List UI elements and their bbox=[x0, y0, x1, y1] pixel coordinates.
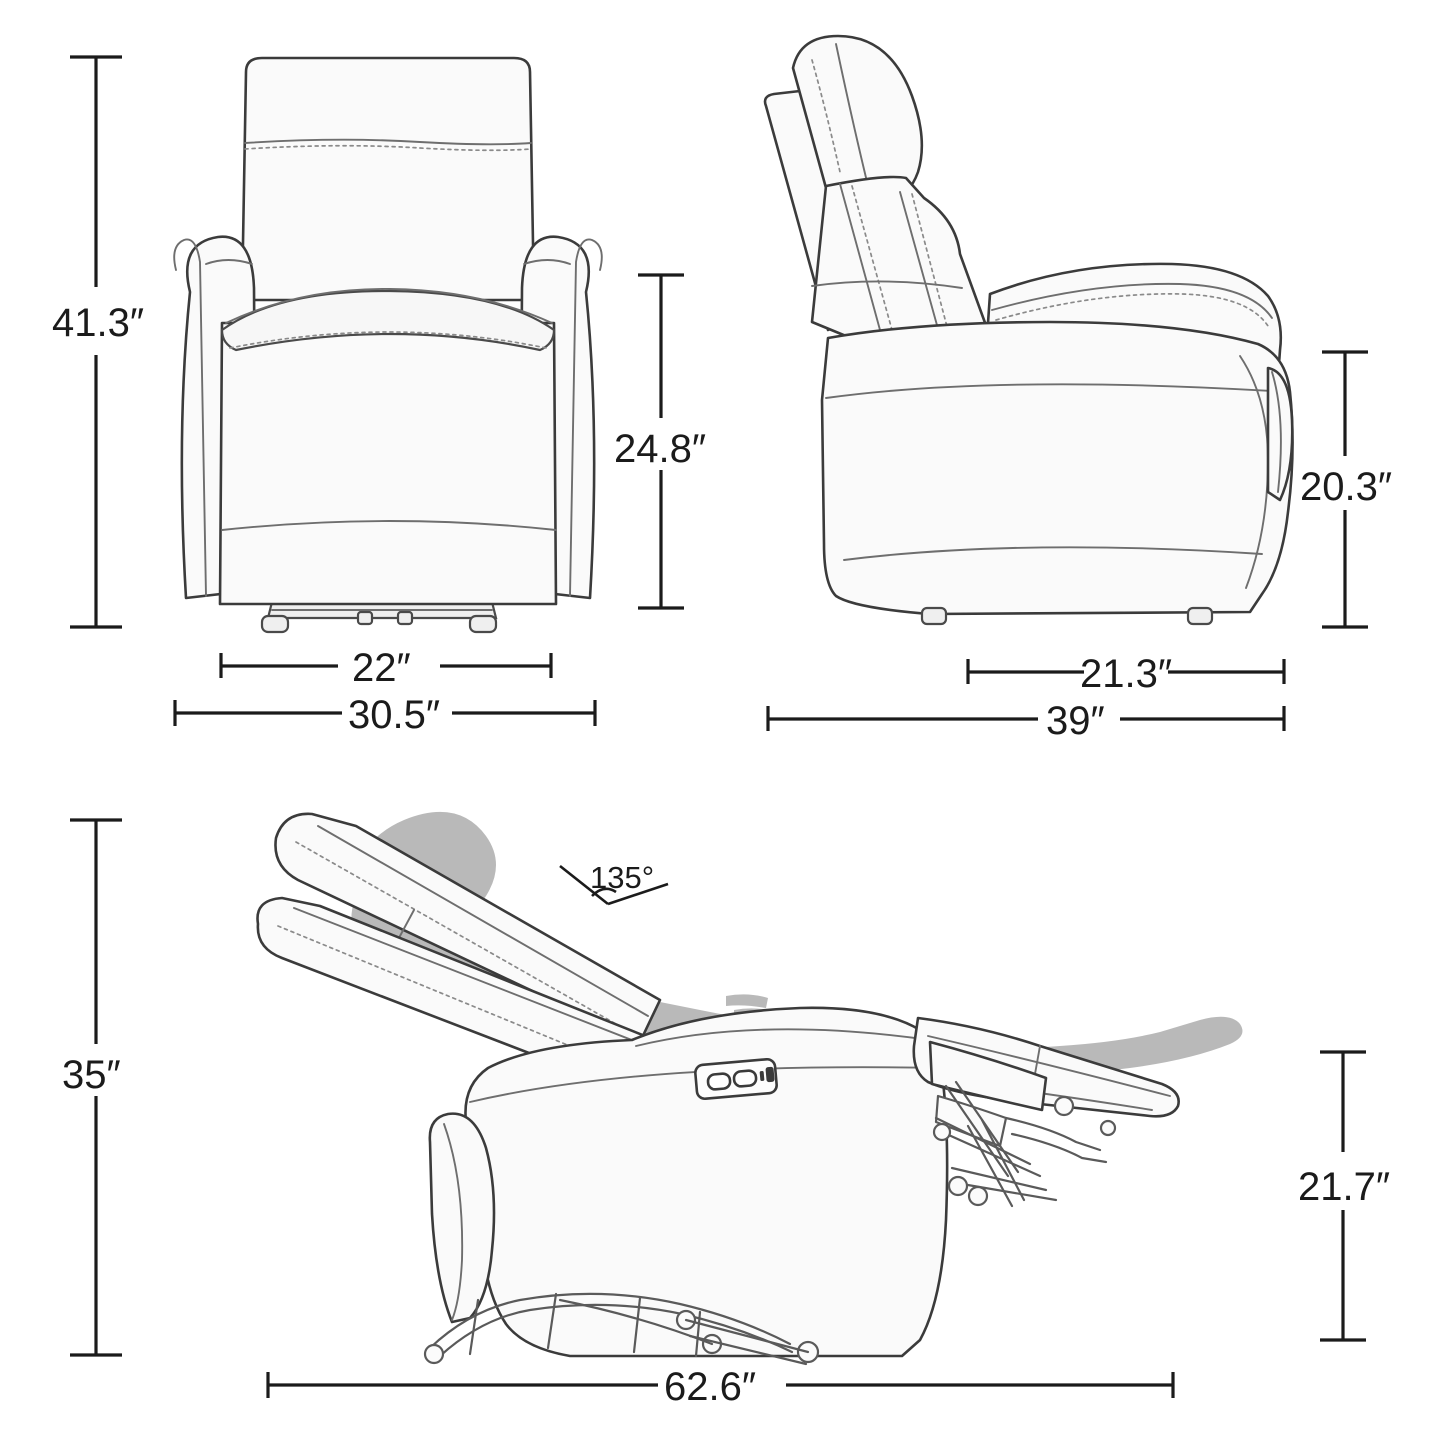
dimension-seat-back-height: 24.8″ bbox=[614, 273, 706, 610]
overall-width-label: 30.5″ bbox=[348, 693, 440, 737]
reclined-view-dimensions: 35″ 21.7″ 62.6″ bbox=[62, 818, 1390, 1409]
seat-back-height-label: 24.8″ bbox=[614, 427, 706, 471]
side-backrest bbox=[810, 175, 994, 344]
front-seat-body bbox=[218, 321, 558, 606]
reclined-length-label: 62.6″ bbox=[664, 1365, 756, 1409]
dimension-overall-width: 30.5″ bbox=[173, 693, 597, 737]
reclined-view-chair bbox=[256, 811, 1243, 1366]
reclined-body bbox=[464, 1006, 949, 1358]
side-front-foot bbox=[920, 606, 948, 626]
dimension-seat-width: 22″ bbox=[219, 646, 553, 690]
usb-port-icon bbox=[765, 1066, 775, 1083]
overall-height-label: 41.3″ bbox=[52, 301, 144, 345]
recline-button[interactable] bbox=[706, 1072, 732, 1091]
front-view-dimensions: 41.3″ 24.8″ 22″ 30.5″ bbox=[52, 55, 706, 737]
dimension-reclined-length: 62.6″ bbox=[266, 1365, 1175, 1409]
recline-angle-annotation: 135° bbox=[559, 860, 669, 906]
seat-height-label: 20.3″ bbox=[1300, 465, 1392, 509]
seat-width-label: 22″ bbox=[352, 646, 411, 690]
dimension-seat-height: 20.3″ bbox=[1300, 350, 1392, 629]
front-view-chair bbox=[173, 56, 603, 634]
recliner-mechanism-rear bbox=[423, 1292, 820, 1366]
reclined-legrest-extension bbox=[928, 1040, 1048, 1112]
reclined-backrest bbox=[274, 812, 662, 1044]
side-view-dimensions: 20.3″ 21.3″ 39″ bbox=[766, 350, 1392, 743]
front-seat-cushion bbox=[220, 289, 556, 352]
dimension-reclined-height: 35″ bbox=[62, 818, 122, 1357]
reclined-height-label: 35″ bbox=[62, 1053, 121, 1097]
recline-angle-label: 135° bbox=[590, 860, 654, 895]
side-view-chair bbox=[763, 34, 1294, 626]
seat-depth-label: 21.3″ bbox=[1080, 652, 1172, 696]
headrest-button[interactable] bbox=[732, 1069, 758, 1088]
dimension-overall-height: 41.3″ bbox=[52, 55, 144, 629]
dimension-footrest-height: 21.7″ bbox=[1298, 1050, 1390, 1342]
front-backrest bbox=[240, 56, 536, 302]
usb-port-indicator bbox=[759, 1070, 765, 1082]
side-rear-foot bbox=[1186, 606, 1214, 626]
dimension-seat-depth: 21.3″ bbox=[966, 652, 1286, 696]
dimension-overall-depth: 39″ bbox=[766, 699, 1286, 743]
recliner-mechanism-front bbox=[932, 1080, 1117, 1208]
footrest-height-label: 21.7″ bbox=[1298, 1165, 1390, 1209]
front-view-base bbox=[260, 600, 498, 634]
overall-depth-label: 39″ bbox=[1046, 699, 1105, 743]
side-seat-body bbox=[820, 320, 1294, 616]
power-control-panel[interactable] bbox=[694, 1057, 778, 1101]
